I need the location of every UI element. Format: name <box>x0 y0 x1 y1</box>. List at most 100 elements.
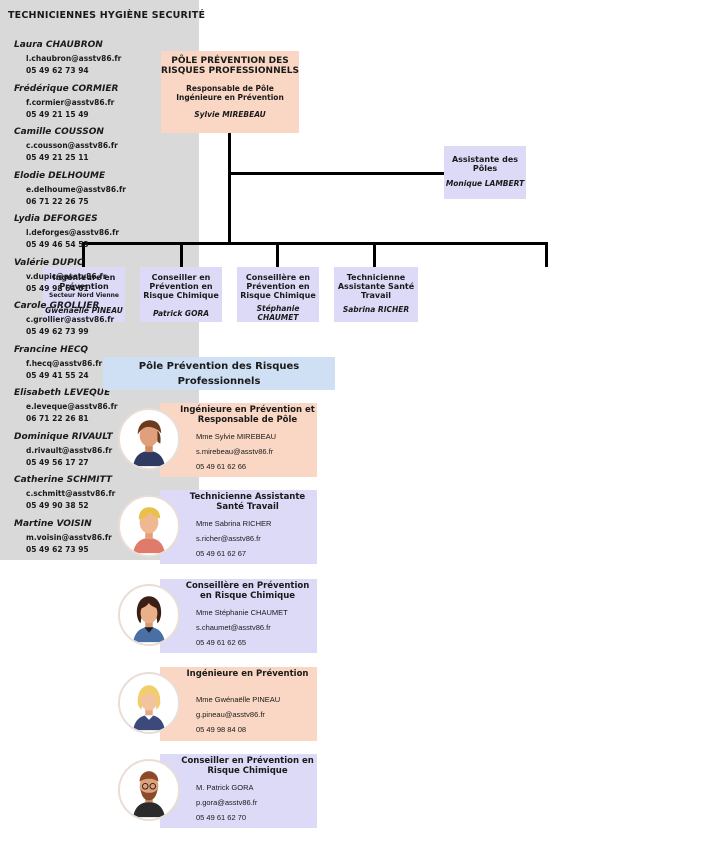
org-box-title: Technicienne Assistante Santé Travail <box>337 273 415 300</box>
technicienne-phone: 05 49 56 17 27 <box>26 457 89 467</box>
org-box-name: Stéphanie CHAUMET <box>256 304 300 322</box>
technicienne-item: Valérie DUPIC v.dupic@asstv86.fr 05 49 98 … <box>14 258 106 295</box>
technicienne-item: Elodie DELHOUME e.delhoume@asstv86.fr 06 7… <box>14 171 126 208</box>
card-background <box>160 667 317 741</box>
technicienne-email[interactable]: c.cousson@asstv86.fr <box>26 141 118 150</box>
org-box-sector: Secteur Nord Vienne <box>49 292 119 299</box>
avatar-man-beard-icon <box>118 759 180 821</box>
technicienne-name: Carole GROLLIER <box>14 301 100 311</box>
card-title: Technicienne Assistante Santé Travail <box>189 492 306 512</box>
technicienne-item: Dominique RIVAULT d.rivault@asstv86.fr 05 … <box>14 432 113 469</box>
technicienne-email[interactable]: e.leveque@asstv86.fr <box>26 402 118 411</box>
technicienne-email[interactable]: f.cormier@asstv86.fr <box>26 97 115 107</box>
org-box-name: Sabrina RICHER <box>342 305 410 314</box>
assistant-title: Assistante des Pôles <box>451 155 519 173</box>
connector-drop-3 <box>276 242 279 267</box>
card-title: Ingénieure en Prévention et Responsable … <box>180 405 315 425</box>
org-box-name: Patrick GORA <box>152 309 210 318</box>
technicienne-name: Camille COUSSON <box>14 127 104 137</box>
card-background <box>160 403 317 477</box>
technicienne-phone: 05 49 62 73 94 <box>26 66 89 75</box>
technicienne-phone: 05 49 98 64 01 <box>26 283 89 293</box>
technicienne-name: Catherine SCHMITT <box>14 475 113 485</box>
technicienne-item: Laura CHAUBRON l.chaubron@asstv86.fr 05 49… <box>14 40 121 77</box>
org-box-title: Ingénieure en Prévention <box>52 273 116 291</box>
org-box-gora: Conseiller en Prévention en Risque Chimi… <box>140 267 222 322</box>
pole-role-1: Responsable de Pôle <box>186 84 274 93</box>
technicienne-name: Valérie DUPIC <box>14 257 84 268</box>
connector-top-vertical <box>228 133 231 243</box>
technicienne-email[interactable]: c.schmitt@asstv86.fr <box>26 489 116 498</box>
technicienne-phone: 05 49 21 15 49 <box>26 109 89 119</box>
assistant-box: Assistante des Pôles Monique LAMBERT <box>444 146 526 199</box>
card-background <box>160 490 317 564</box>
technicienne-name: Lydia DEFORGES <box>14 214 98 224</box>
technicienne-phone: 06 71 22 26 75 <box>26 196 89 206</box>
technicienne-phone: 05 49 62 73 99 <box>26 327 89 336</box>
technicienne-email[interactable]: f.hecq@asstv86.fr <box>26 358 103 368</box>
org-box-title: Conseiller en Prévention en Risque Chimi… <box>143 273 219 300</box>
card-title: Conseiller en Prévention en Risque Chimi… <box>181 756 314 776</box>
card-background <box>160 579 317 653</box>
technicienne-email[interactable]: v.dupic@asstv86.fr <box>26 271 107 281</box>
card-phone: 05 49 61 62 67 <box>196 549 247 558</box>
card-title: Conseillère en Prévention en Risque Chim… <box>185 581 310 601</box>
technicienne-item: Lydia DEFORGES l.deforges@asstv86.fr 05 49… <box>14 214 119 251</box>
connector-drop-1 <box>82 242 85 267</box>
technicienne-item: Carole GROLLIER c.grollier@asstv86.fr 05 4… <box>14 301 114 338</box>
card-phone: 05 49 98 84 08 <box>196 725 247 734</box>
avatar-woman-blond-hair-icon <box>118 495 180 557</box>
techniciennes-panel: TECHNICIENNES HYGIÈNE SECURITÉ Laura CHA… <box>0 0 205 560</box>
card-email[interactable]: g.pineau@asstv86.fr <box>196 710 265 719</box>
avatar-woman-brown-hair-icon <box>118 408 180 470</box>
technicienne-item: Martine VOISIN m.voisin@asstv86.fr 05 49 6… <box>14 519 112 556</box>
avatar-woman-dark-hair-icon <box>118 584 180 646</box>
technicienne-phone: 05 49 62 73 95 <box>26 544 89 554</box>
technicienne-email[interactable]: e.delhoume@asstv86.fr <box>26 184 126 194</box>
technicienne-phone: 05 49 90 38 52 <box>26 501 89 510</box>
card-email[interactable]: p.gora@asstv86.fr <box>196 798 258 807</box>
technicienne-email[interactable]: d.rivault@asstv86.fr <box>26 445 113 455</box>
technicienne-name: Frédérique CORMIER <box>14 83 119 94</box>
technicienne-item: Frédérique CORMIER f.cormier@asstv86.fr 05… <box>14 84 118 121</box>
card-title: Ingénieure en Prévention <box>186 669 309 679</box>
technicienne-name: Francine HECQ <box>14 344 89 355</box>
technicienne-email[interactable]: l.chaubron@asstv86.fr <box>26 54 122 63</box>
pole-title: PÔLE PRÉVENTION DES RISQUES PROFESSIONNE… <box>161 56 299 76</box>
connector-horizontal <box>82 242 548 245</box>
pole-head-box: PÔLE PRÉVENTION DES RISQUES PROFESSIONNE… <box>161 51 299 133</box>
technicienne-name: Dominique RIVAULT <box>14 431 113 442</box>
contact-card: Ingénieure en Prévention et Responsable … <box>118 403 317 477</box>
technicienne-email[interactable]: l.deforges@asstv86.fr <box>26 228 120 237</box>
technicienne-email[interactable]: m.voisin@asstv86.fr <box>26 532 112 542</box>
technicienne-phone: 05 49 41 55 24 <box>26 370 89 380</box>
technicienne-phone: 06 71 22 26 81 <box>26 414 89 423</box>
list-header: Pôle Prévention des Risques Professionne… <box>103 357 335 390</box>
technicienne-phone: 05 49 21 25 11 <box>26 153 89 162</box>
org-box-pineau: Ingénieure en Prévention Secteur Nord Vi… <box>43 267 125 322</box>
technicienne-phone: 05 49 46 54 53 <box>26 240 89 249</box>
org-box-richer: Technicienne Assistante Santé Travail Sa… <box>334 267 418 322</box>
card-email[interactable]: s.mirebeau@asstv86.fr <box>196 447 274 456</box>
card-phone: 05 49 61 62 70 <box>196 813 247 822</box>
pole-head-name: Sylvie MIREBEAU <box>194 110 266 119</box>
technicienne-email[interactable]: c.grollier@asstv86.fr <box>26 315 115 324</box>
card-person-name: Mme Stéphanie CHAUMET <box>196 608 288 617</box>
card-email[interactable]: s.richer@asstv86.fr <box>196 534 261 543</box>
card-person-name: Mme Sylvie MIREBEAU <box>196 432 277 441</box>
technicienne-name: Laura CHAUBRON <box>14 40 103 50</box>
technicienne-item: Camille COUSSON c.cousson@asstv86.fr 05 49… <box>14 127 118 164</box>
avatar-woman-blond-hair-icon <box>118 672 180 734</box>
card-email[interactable]: s.chaumet@asstv86.fr <box>196 623 271 632</box>
card-person-name: M. Patrick GORA <box>196 783 254 792</box>
card-person-name: Mme Sabrina RICHER <box>196 519 272 528</box>
card-phone: 05 49 61 62 65 <box>196 638 247 647</box>
connector-drop-2 <box>180 242 183 267</box>
pole-role-2: Ingénieure en Prévention <box>176 93 284 102</box>
card-background <box>160 754 317 828</box>
technicienne-name: Martine VOISIN <box>14 518 92 529</box>
technicienne-name: Elodie DELHOUME <box>14 170 106 181</box>
